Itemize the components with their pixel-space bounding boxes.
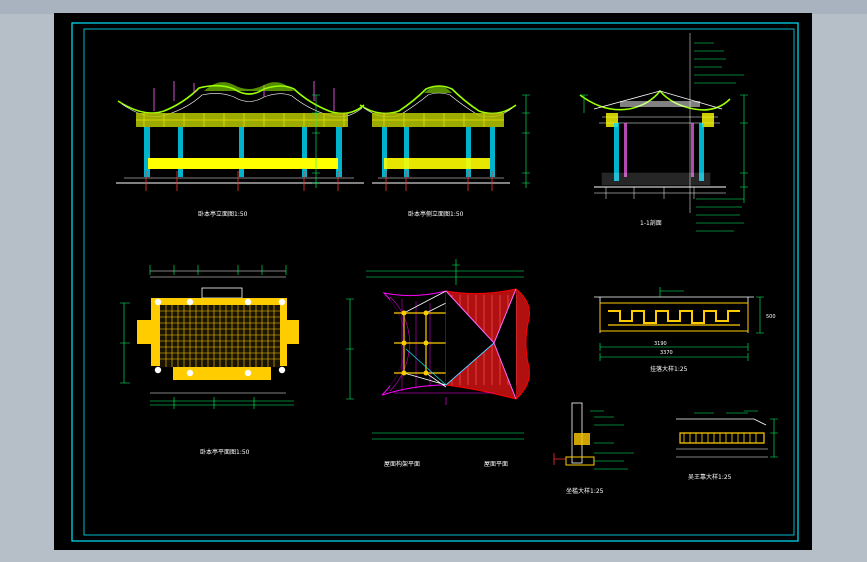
lintel-detail-title: 挂落大样1:25 xyxy=(650,365,688,373)
section-title: 1-1剖面 xyxy=(640,219,662,227)
section-1-1[interactable]: 1-1剖面 xyxy=(579,33,748,232)
inner-frame xyxy=(83,28,795,536)
side-elevation[interactable]: 卧本亭侧立面图1:50 xyxy=(359,85,530,218)
beauty-rail-title: 吴王靠大样1:25 xyxy=(688,473,732,481)
floor-plan[interactable]: 卧本亭平面图1:50 xyxy=(120,265,299,456)
seat-detail-title: 坐槛大样1:25 xyxy=(566,487,604,495)
side-elevation-title: 卧本亭侧立面图1:50 xyxy=(408,210,464,218)
beauty-rail-detail[interactable]: 吴王靠大样1:25 xyxy=(676,410,778,481)
front-elevation[interactable]: 卧本亭立面图1:50 xyxy=(116,81,365,218)
lintel-span-dim: 3190 xyxy=(654,341,667,347)
roof-plans[interactable]: 屋面构架平面 屋面平面 xyxy=(346,259,530,468)
window-titlebar xyxy=(0,0,867,14)
lintel-height-dim: 500 xyxy=(766,314,776,320)
plan-title: 卧本亭平面图1:50 xyxy=(200,448,250,456)
seat-detail[interactable]: 坐槛大样1:25 xyxy=(553,402,634,495)
drawing-sheet[interactable]: 卧本亭立面图1:50 卧本亭侧立面图1:50 xyxy=(54,13,812,550)
outer-frame xyxy=(71,22,799,542)
roof-plan-title: 屋面平面 xyxy=(484,461,508,468)
front-elevation-title: 卧本亭立面图1:50 xyxy=(198,210,248,218)
roof-frame-plan-title: 屋面构架平面 xyxy=(384,460,420,468)
lintel-detail[interactable]: 500 3190 3370 挂落大样1:25 xyxy=(594,287,776,373)
lintel-width-dim: 3370 xyxy=(660,350,673,356)
